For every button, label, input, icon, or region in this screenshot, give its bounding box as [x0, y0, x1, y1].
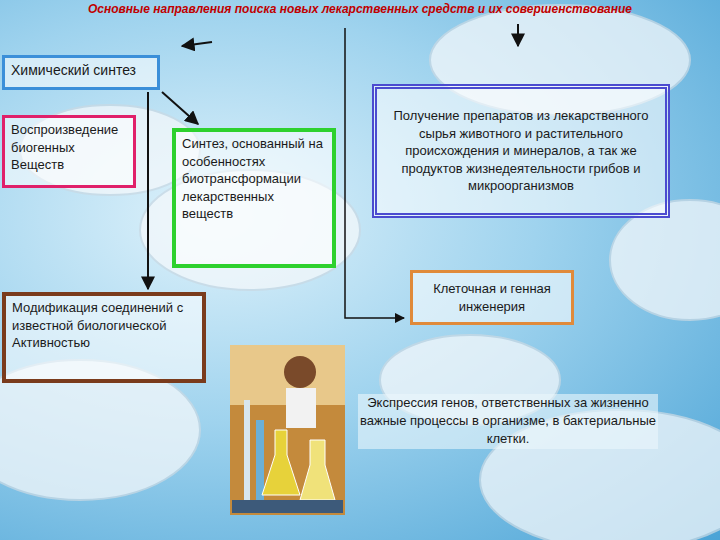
process-box: Модификация соединений с известной биоло… [2, 292, 206, 383]
title-arrow-left [182, 42, 212, 46]
process-box: Синтез, основанный на особенностях биотр… [172, 128, 336, 268]
node-text: Синтез, основанный на особенностях биотр… [182, 135, 326, 223]
node-text: Клеточная и генная инженерия [419, 280, 565, 315]
connector-arrow [162, 92, 198, 124]
diagram-title: Основные направления поиска новых лекарс… [0, 2, 720, 16]
node-text: Воспроизведение биогенных Веществ [11, 121, 127, 174]
note-text: Экспрессия генов, ответственных за жизне… [358, 394, 658, 449]
node-text: Химический синтез [11, 61, 151, 80]
source-box: Получение препаратов из лекарственного с… [372, 84, 670, 218]
title-arrow-down [517, 24, 519, 46]
process-box: Воспроизведение биогенных Веществ [2, 115, 136, 188]
connector-arrow [147, 92, 149, 289]
node-text: Модификация соединений с известной биоло… [12, 299, 196, 352]
process-box: Клеточная и генная инженерия [410, 270, 574, 325]
lab-photo [230, 345, 345, 515]
root-box: Химический синтез [2, 55, 160, 90]
node-text: Получение препаратов из лекарственного с… [383, 107, 659, 195]
